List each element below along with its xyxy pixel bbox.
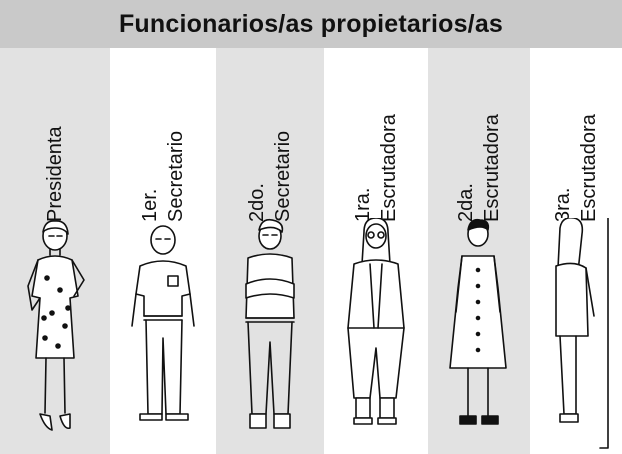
column-1ra-escrutadora: 1ra. Escrutadora (324, 48, 428, 454)
woman-glasses-jacket-icon (324, 218, 428, 454)
column-2do-secretario: 2do. Secretario (216, 48, 324, 454)
role-label-line1: 3ra. (552, 187, 574, 222)
woman-floral-dress-icon (0, 218, 110, 454)
role-label-line1: 2da. (455, 183, 477, 222)
officials-columns: Presidenta 1er. (0, 48, 622, 454)
role-label-line2: Escrutadora (578, 114, 600, 222)
page-title: Funcionarios/as propietarios/as (118, 9, 504, 38)
column-presidenta: Presidenta (0, 48, 110, 454)
role-label-line2: Escrutadora (481, 114, 503, 222)
column-1er-secretario: 1er. Secretario (110, 48, 216, 454)
column-3ra-escrutadora: 3ra. Escrutadora (530, 48, 622, 454)
role-label: 2da. Escrutadora (453, 54, 505, 222)
role-label: 1er. Secretario (137, 54, 189, 222)
woman-button-dress-icon (428, 218, 530, 454)
role-label: Presidenta (42, 54, 68, 222)
role-label-line2: Secretario (272, 130, 294, 222)
role-label-line1: 1ra. (352, 187, 374, 222)
man-arms-crossed-icon (216, 218, 324, 454)
role-label-line1: 2do. (246, 183, 268, 222)
woman-profile-view-icon (530, 218, 622, 454)
role-label: 3ra. Escrutadora (550, 54, 602, 222)
role-label-line1: 1er. (139, 188, 161, 222)
column-2da-escrutadora: 2da. Escrutadora (428, 48, 530, 454)
man-short-sleeve-shirt-icon (110, 218, 216, 454)
role-label: 2do. Secretario (244, 54, 296, 222)
title-banner: Funcionarios/as propietarios/as (0, 0, 622, 48)
role-label-line2: Secretario (165, 130, 187, 222)
role-label: 1ra. Escrutadora (350, 54, 402, 222)
role-label-line2: Escrutadora (378, 114, 400, 222)
role-label-line1: Presidenta (44, 126, 66, 222)
